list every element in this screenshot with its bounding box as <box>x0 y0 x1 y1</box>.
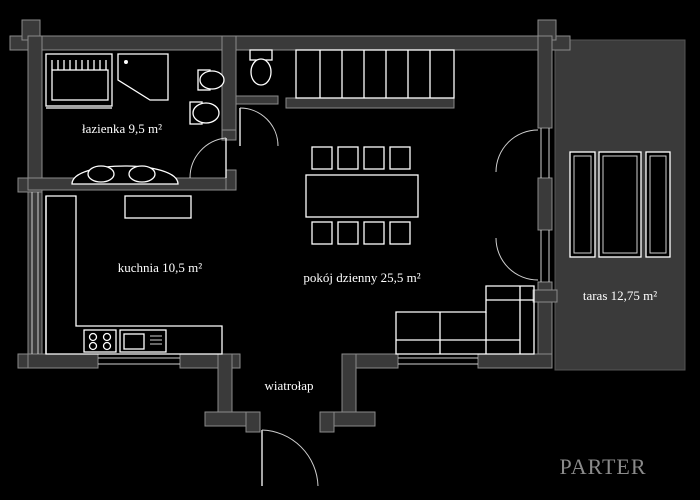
toilet-top <box>249 49 273 86</box>
windows <box>31 128 550 365</box>
washbasins <box>71 165 179 185</box>
bathroom-door <box>189 137 227 179</box>
dining-chairs <box>311 146 411 245</box>
living-room-label: pokój dzienny 25,5 m² <box>303 270 420 285</box>
terrace-door-upper <box>495 129 539 173</box>
kitchen-counter <box>45 195 223 355</box>
terrace-table <box>598 151 642 258</box>
sun-lounger-left <box>569 151 596 258</box>
terrace-door-lower <box>495 237 539 281</box>
bathroom-label: łazienka 9,5 m² <box>82 121 162 136</box>
wc-door <box>239 107 279 147</box>
kitchen-label: kuchnia 10,5 m² <box>118 260 203 275</box>
toilet-left <box>189 69 225 125</box>
vestibule-label: wiatrołap <box>264 378 313 393</box>
walls <box>9 19 571 433</box>
corner-sofa <box>395 285 535 355</box>
dining-table <box>305 174 419 218</box>
cooktop <box>83 329 117 353</box>
sun-lounger-right <box>645 151 671 258</box>
entrance-door <box>261 429 319 487</box>
terrace-label: taras 12,75 m² <box>583 288 657 303</box>
kitchen-shelf <box>124 195 192 219</box>
shower-cabin <box>117 53 169 101</box>
shower-tray <box>45 53 113 109</box>
floor-label: PARTER <box>559 454 646 479</box>
kitchen-sink <box>119 329 167 353</box>
staircase <box>295 49 455 99</box>
